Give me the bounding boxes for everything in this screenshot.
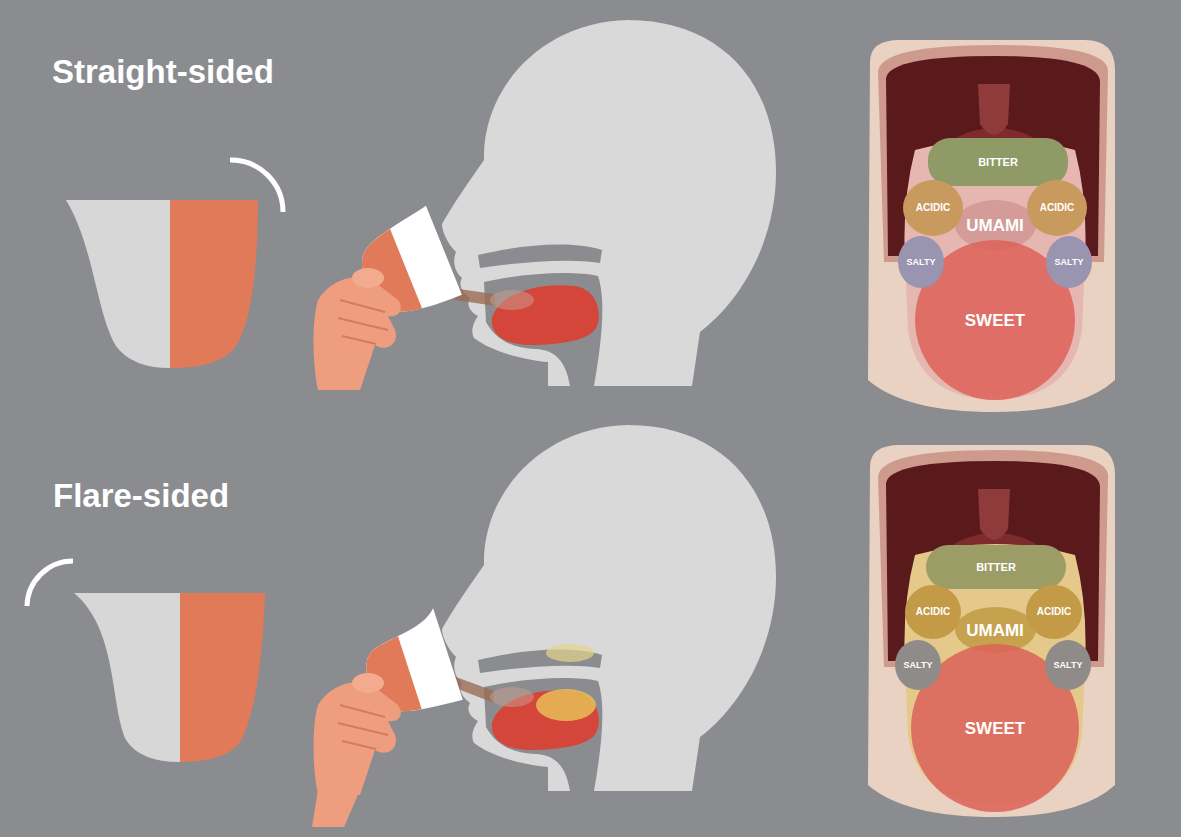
- zone-fill: [928, 138, 1068, 186]
- aroma-zone: [536, 689, 596, 721]
- mouth-cavity: [484, 678, 602, 791]
- taste-label: ACIDIC: [1037, 607, 1071, 617]
- acidic-zone: ACIDIC: [1026, 585, 1082, 639]
- taste-label: UMAMI: [966, 217, 1024, 234]
- drink-mist: [490, 687, 534, 707]
- zone-text-holder: ACIDIC: [903, 180, 963, 236]
- zone-fill: [903, 180, 963, 236]
- zone-text-holder: SALTY: [898, 236, 944, 288]
- salty-zone: SALTY: [1045, 640, 1091, 690]
- zone-text-holder: ACIDIC: [1026, 585, 1082, 639]
- zone-text-holder: SALTY: [1045, 640, 1091, 690]
- head-bottom: [312, 425, 776, 827]
- taste-label: SWEET: [965, 312, 1025, 329]
- zone-text-holder: ACIDIC: [905, 585, 961, 639]
- salty-zone: SALTY: [895, 640, 941, 690]
- straight-cup: [66, 160, 283, 368]
- zone-text-holder: SALTY: [1046, 236, 1092, 288]
- zone-fill: [1046, 236, 1092, 288]
- thumb: [352, 268, 384, 288]
- zone-fill: [895, 640, 941, 690]
- zone-fill: [1027, 180, 1087, 236]
- mouth-bottom: [868, 445, 1115, 817]
- cup-right-half: [180, 593, 265, 762]
- acidic-zone: ACIDIC: [1027, 180, 1087, 236]
- finger-lines: [338, 300, 388, 344]
- zone-fill: [1045, 640, 1091, 690]
- head-silhouette: [442, 20, 776, 386]
- taste-label: ACIDIC: [916, 607, 950, 617]
- row-heading: Flare-sided: [53, 478, 229, 514]
- nasal-cavity: [478, 245, 602, 268]
- zone-fill: [911, 644, 1079, 812]
- uvula: [978, 84, 1010, 135]
- zone-fill: [926, 545, 1066, 589]
- taste-label: UMAMI: [966, 622, 1024, 639]
- zone-text-holder: ACIDIC: [1027, 180, 1087, 236]
- row-heading: Straight-sided: [52, 54, 274, 90]
- bitter-zone: BITTER: [926, 545, 1066, 589]
- zone-fill: [898, 236, 944, 288]
- zone-fill: [915, 240, 1075, 400]
- salty-zone: SALTY: [898, 236, 944, 288]
- taste-label: SALTY: [907, 258, 936, 267]
- head-top: [314, 20, 777, 390]
- taste-label: BITTER: [978, 157, 1018, 168]
- taste-label: ACIDIC: [916, 203, 950, 213]
- mouth-cavity: [484, 273, 602, 386]
- taste-label: SALTY: [904, 661, 933, 670]
- zone-text-holder: BITTER: [928, 138, 1068, 186]
- zone-fill: [1026, 585, 1082, 639]
- flare-cup: [27, 561, 265, 762]
- hand: [314, 682, 401, 795]
- acidic-zone: ACIDIC: [903, 180, 963, 236]
- bitter-zone: BITTER: [928, 138, 1068, 186]
- head-silhouette: [442, 425, 776, 791]
- zone-fill: [905, 585, 961, 639]
- hand: [314, 277, 401, 390]
- zone-text-holder: SALTY: [895, 640, 941, 690]
- uvula: [978, 489, 1010, 540]
- wrist: [312, 790, 360, 827]
- lip-arc: [27, 561, 73, 606]
- lip-arc: [230, 160, 283, 212]
- zone-text-holder: BITTER: [926, 545, 1066, 589]
- taste-label: SALTY: [1054, 661, 1083, 670]
- mouth-top: [868, 40, 1115, 412]
- palate-zone: [546, 644, 594, 662]
- cup-left-half: [74, 593, 180, 762]
- acidic-zone: ACIDIC: [905, 585, 961, 639]
- cup-left-half: [66, 200, 170, 368]
- drink-mist: [490, 290, 534, 310]
- taste-label: BITTER: [976, 562, 1016, 573]
- thumb: [352, 673, 384, 693]
- finger-lines: [338, 705, 388, 749]
- taste-label: SWEET: [965, 720, 1025, 737]
- salty-zone: SALTY: [1046, 236, 1092, 288]
- face: [868, 445, 1115, 817]
- cup-right-half: [170, 200, 258, 368]
- face: [868, 40, 1115, 412]
- taste-label: SALTY: [1055, 258, 1084, 267]
- taste-label: ACIDIC: [1040, 203, 1074, 213]
